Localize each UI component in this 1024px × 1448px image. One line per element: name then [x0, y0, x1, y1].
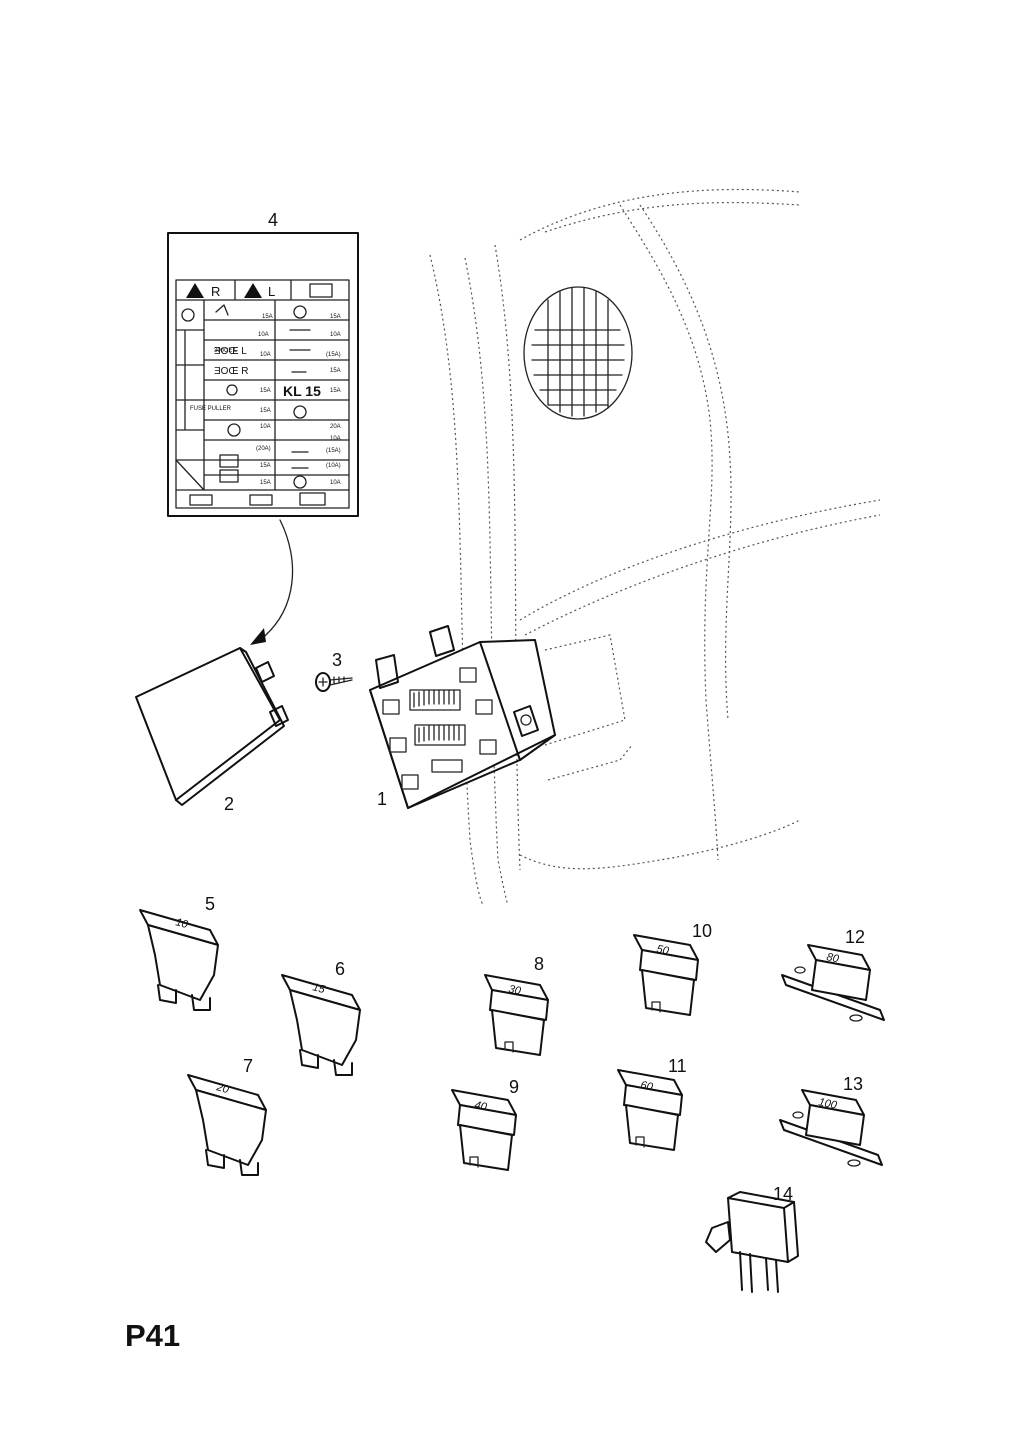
- svg-text:(15A): (15A): [326, 448, 341, 454]
- svg-text:15A: 15A: [260, 388, 271, 394]
- fuse-box-cover: [135, 647, 289, 806]
- fuse-7-rating: 20: [214, 1081, 231, 1096]
- fuse-label-card: R L 300CE L ƎOŒ L ƎOŒ R KL 15 FUSE PULLE…: [167, 232, 359, 517]
- fuse-box: [369, 625, 556, 809]
- callout-1: 1: [377, 789, 387, 809]
- blade-fuse-5: 10: [139, 909, 219, 1011]
- page-code: P41: [125, 1318, 181, 1353]
- blade-fuse-6: 15: [281, 974, 361, 1076]
- callout-6: 6: [335, 959, 345, 979]
- svg-text:15A: 15A: [330, 314, 341, 320]
- screw: [315, 672, 353, 692]
- svg-text:(10A): (10A): [326, 463, 341, 469]
- fuse-13-rating: 100: [817, 1096, 838, 1112]
- fuse-11-rating: 60: [639, 1079, 654, 1093]
- cartridge-fuse-8: 30: [484, 974, 549, 1056]
- svg-text:ƎOŒ R: ƎOŒ R: [214, 366, 248, 377]
- callout-12: 12: [845, 927, 865, 947]
- callout-11: 11: [668, 1056, 687, 1076]
- fuse-5-rating: 10: [174, 916, 190, 931]
- svg-text:15A: 15A: [262, 314, 273, 320]
- blade-fuse-7: 20: [187, 1074, 267, 1176]
- fuse-10-rating: 50: [655, 943, 670, 957]
- svg-text:10A: 10A: [260, 352, 271, 358]
- callout-5: 5: [205, 894, 215, 914]
- callout-8: 8: [534, 954, 544, 974]
- callout-3: 3: [332, 650, 342, 670]
- fuse-6-rating: 15: [311, 981, 327, 996]
- card-header-left: L: [268, 284, 275, 299]
- cartridge-fuse-9: 40: [451, 1089, 517, 1171]
- svg-text:15A: 15A: [330, 388, 341, 394]
- svg-text:15A: 15A: [260, 463, 271, 469]
- svg-text:10A: 10A: [258, 332, 269, 338]
- callout-13: 13: [843, 1074, 863, 1094]
- bolt-fuse-12: 80: [781, 944, 885, 1022]
- svg-text:10A: 10A: [330, 480, 341, 486]
- callout-4: 4: [268, 210, 278, 230]
- callout-labels: 1 2 3 4 5 6 7 8 9 10 11 12 13 14: [205, 210, 865, 1204]
- cartridge-fuse-11: 60: [617, 1069, 683, 1151]
- svg-text:20A: 20A: [330, 424, 341, 430]
- speaker-grille: [523, 286, 633, 420]
- card-side-text: FUSE PULLER: [190, 406, 232, 412]
- fuse-8-rating: 30: [507, 983, 522, 997]
- svg-text:(20A): (20A): [256, 446, 271, 452]
- assembly-arrow: [250, 519, 294, 645]
- svg-text:15A: 15A: [330, 368, 341, 374]
- card-header-right: R: [211, 284, 220, 299]
- callout-10: 10: [692, 921, 712, 941]
- cartridge-fuse-10: 50: [633, 934, 699, 1016]
- svg-text:10A: 10A: [260, 424, 271, 430]
- svg-text:10A: 10A: [330, 436, 341, 442]
- svg-text:15A: 15A: [260, 408, 271, 414]
- svg-text:(15A): (15A): [326, 352, 341, 358]
- callout-14: 14: [773, 1184, 793, 1204]
- vehicle-body-panel: [429, 188, 881, 906]
- svg-text:ƎOŒ L: ƎOŒ L: [214, 346, 247, 357]
- card-kl15-label: KL 15: [283, 383, 321, 399]
- bolt-fuse-13: 100: [779, 1089, 883, 1167]
- fuse-12-rating: 80: [825, 951, 840, 965]
- fuse-9-rating: 40: [473, 1099, 488, 1113]
- callout-2: 2: [224, 794, 234, 814]
- relay-component-14: [705, 1191, 799, 1293]
- svg-text:15A: 15A: [260, 480, 271, 486]
- svg-text:10A: 10A: [330, 332, 341, 338]
- svg-text:300CE L: 300CE L: [214, 348, 238, 354]
- callout-9: 9: [509, 1077, 519, 1097]
- callout-7: 7: [243, 1056, 253, 1076]
